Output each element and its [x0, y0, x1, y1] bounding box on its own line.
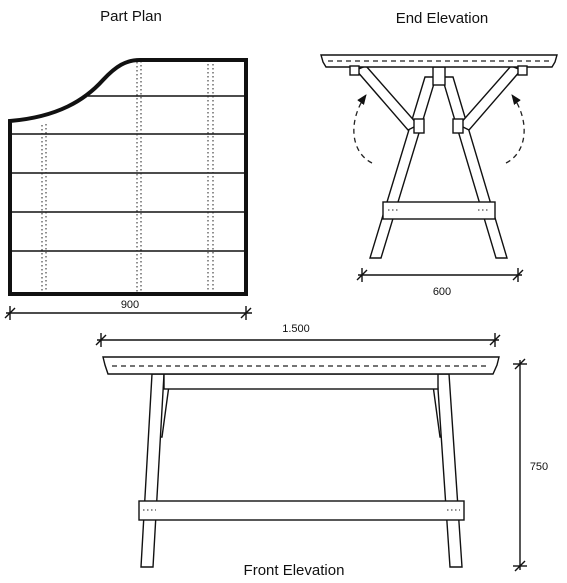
- plan-width-label: 900: [121, 299, 139, 311]
- end-width-dimension: 600: [356, 268, 524, 298]
- hinge-block: [349, 65, 360, 76]
- apron: [163, 373, 439, 390]
- front-height-label: 750: [530, 461, 548, 473]
- fold-arc-left: [353, 94, 373, 164]
- cross-rail: [382, 201, 496, 220]
- plan-width-dimension: 900: [4, 299, 252, 320]
- fold-arc-right: [505, 94, 525, 164]
- front-length-label: 1.500: [282, 323, 310, 335]
- part-plan-view: [8, 58, 248, 296]
- end-width-label: 600: [433, 286, 451, 298]
- table-leg: [369, 76, 437, 259]
- front-height-dimension: 750: [513, 358, 548, 572]
- diagonal-brace: [457, 65, 523, 131]
- diagonal-brace: [354, 65, 420, 131]
- table-leg: [441, 76, 508, 259]
- plan-outline: [8, 58, 248, 296]
- front-length-dimension: 1.500: [95, 323, 501, 347]
- table-leg: [436, 373, 463, 568]
- hinge-block: [517, 65, 528, 76]
- pivot-block: [452, 118, 464, 134]
- centre-block: [432, 66, 446, 86]
- front-elevation-title: Front Elevation: [244, 562, 345, 579]
- end-elevation-title: End Elevation: [396, 10, 489, 27]
- front-elevation-view: [102, 356, 500, 568]
- pivot-block: [413, 118, 425, 134]
- lower-stretcher: [138, 500, 465, 521]
- table-leg: [140, 373, 165, 568]
- end-elevation-view: [320, 54, 558, 259]
- part-plan-title: Part Plan: [100, 8, 162, 25]
